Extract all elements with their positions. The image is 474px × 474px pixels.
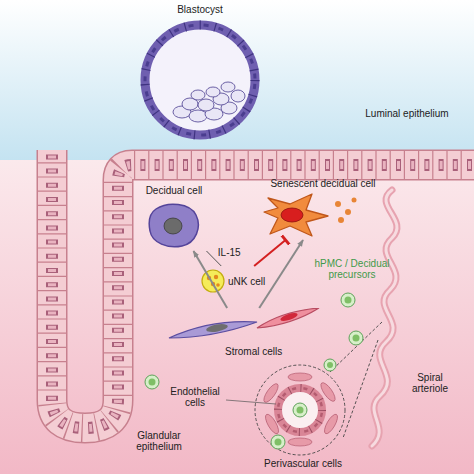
sasp-dot (338, 217, 344, 223)
perivascular-cell (288, 373, 312, 381)
stromal-cells-graphic (165, 308, 320, 346)
trophectoderm-borders (145, 25, 255, 135)
hpmc-cell (271, 435, 285, 449)
stromal-nucleus (280, 311, 299, 322)
inner-cell-mass (173, 82, 245, 122)
hpmc-membrane (145, 375, 159, 389)
icm-cell (231, 90, 245, 102)
cell-label: Stromal cells (225, 346, 320, 357)
hpmc-nucleus (149, 379, 156, 386)
senescent-nucleus (281, 208, 303, 222)
epithelium-band (52, 150, 474, 428)
arteriole-wall (372, 190, 397, 446)
differentiation-arrow (259, 240, 303, 308)
trophectoderm (145, 25, 255, 135)
hpmc-membrane (349, 331, 363, 345)
icm-cell (189, 110, 207, 122)
hpmc-nucleus (345, 297, 352, 304)
endothelial-nuclei (278, 388, 322, 432)
hpmc-cell (293, 403, 307, 417)
senescent-cell-body (264, 194, 328, 236)
cell-label: Decidual cell (138, 185, 210, 196)
stromal-cell-body (169, 322, 257, 338)
endothelium (278, 388, 322, 432)
unk-granule (216, 283, 220, 287)
endothelial-borders (278, 388, 322, 432)
decidual-cell: Decidual cell (138, 185, 210, 251)
stromal-nucleus (206, 323, 229, 334)
signal-connector (206, 251, 221, 266)
cytokine-label: IL-15 (218, 247, 241, 258)
unk-cell-graphic (200, 268, 226, 294)
arteriole-lumen (372, 190, 397, 446)
hpmc-cells (145, 293, 363, 449)
senescent-decidual-cell-graphic (262, 190, 384, 240)
stromal-cell-body (257, 308, 319, 328)
vessel-cross-section (226, 365, 345, 455)
cell-label: Senescent decidual cell (262, 178, 384, 189)
structure-label: Blastocyst (168, 4, 232, 15)
uterine-lumen (0, 0, 474, 160)
trophectoderm-nuclei (145, 25, 255, 135)
cell-type-label: hPMC / Decidual precursors (306, 258, 398, 280)
hpmc-membrane (293, 403, 307, 417)
sasp-dot (335, 201, 341, 207)
zoom-circle (255, 365, 345, 455)
senescent-decidual-cell: Senescent decidual cell (262, 178, 384, 240)
structure-label: Glandular epithelium (128, 430, 190, 452)
unk-cell-body (202, 270, 224, 292)
unk-granule (207, 276, 211, 280)
hpmc-nucleus (275, 439, 282, 446)
cell-label: uNK cell (228, 276, 272, 287)
hpmc-membrane (324, 359, 336, 371)
hpmc-membrane (341, 293, 355, 307)
sasp-dot (352, 198, 357, 203)
cell-type-label: Endothelial cells (165, 386, 225, 408)
structure-label: Luminal epithelium (352, 108, 462, 119)
blastocyst-drawing (145, 25, 255, 135)
epithelium-outline (52, 150, 474, 428)
stromal-cells: Stromal cells (165, 308, 320, 360)
spiral-arteriole-drawing (330, 190, 397, 446)
hpmc-cell (341, 293, 355, 307)
hpmc-cell (145, 375, 159, 389)
epithelium-drawing (52, 150, 474, 428)
perivascular-cell (288, 438, 312, 446)
hpmc-membrane (271, 435, 285, 449)
hpmc-nucleus (353, 335, 360, 342)
leader-line (226, 400, 276, 404)
decidual-cell-body (149, 204, 198, 247)
icm-cell (206, 87, 220, 97)
zoom-line (330, 322, 382, 372)
cell-type-label: Perivascular cells (258, 458, 348, 469)
icm-cell (191, 90, 205, 100)
unk-cell: uNK cell (200, 266, 272, 296)
unk-granule (214, 275, 218, 279)
decidual-cell-graphic (146, 201, 202, 249)
inhibition-connector (254, 240, 285, 266)
sasp-dot (345, 209, 351, 215)
hpmc-nucleus (297, 407, 304, 414)
hpmc-cell (324, 359, 336, 371)
hpmc-nucleus (327, 362, 333, 368)
unk-granule (211, 282, 215, 286)
epithelial-nuclei (52, 150, 474, 428)
zoom-line (343, 340, 378, 438)
epithelial-nuclei-core (52, 150, 474, 428)
differentiation-arrow (193, 251, 227, 308)
decidual-nucleus (164, 218, 182, 234)
icm-cell (221, 82, 235, 92)
structure-label: Spiral arteriole (398, 372, 462, 394)
hpmc-cell (349, 331, 363, 345)
epithelial-cell-borders (52, 150, 474, 428)
icm-cell (198, 99, 214, 111)
perivascular-cells (261, 373, 340, 446)
